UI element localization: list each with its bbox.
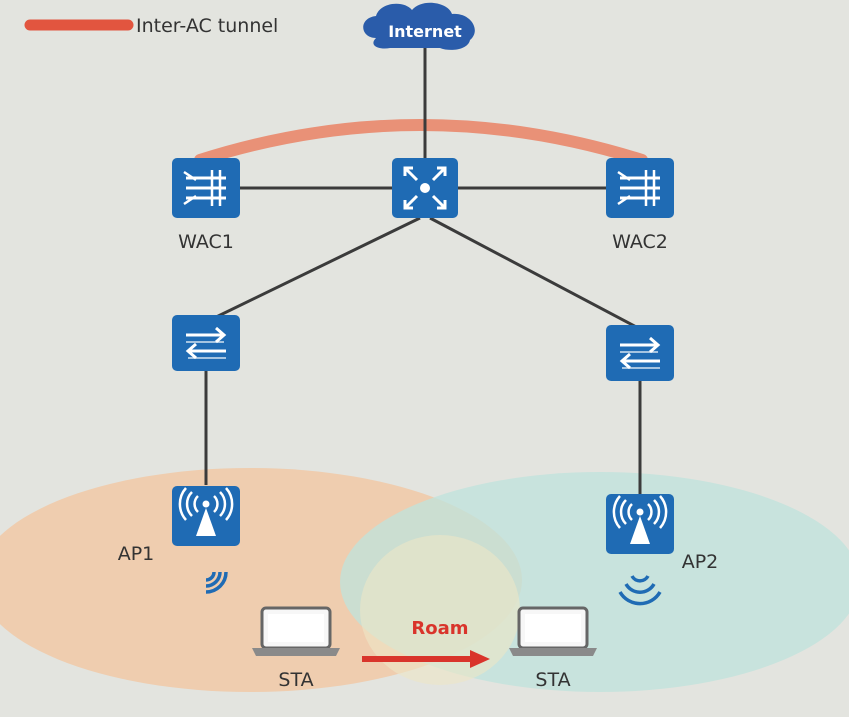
ap2-node: AP2 (606, 494, 719, 606)
wac1-label: WAC1 (178, 231, 234, 253)
sta-right-node: STA (507, 606, 599, 691)
wac2-node: WAC2 (606, 158, 674, 253)
switch1-node (172, 315, 240, 371)
wifi-signal-icon (618, 575, 662, 606)
roam-arrow-head (470, 650, 490, 668)
inter-ac-tunnel (194, 119, 648, 166)
internet-label: Internet (388, 22, 462, 41)
core-switch-node (392, 158, 458, 218)
ap1-node: AP1 (118, 486, 240, 594)
coverage-overlap (360, 535, 520, 685)
sta-right-label: STA (535, 669, 570, 691)
switch2-node (606, 325, 674, 381)
links (204, 40, 643, 495)
wac1-node: WAC1 (172, 158, 240, 253)
link-core-switch1 (209, 216, 421, 322)
laptop-icon (250, 606, 342, 658)
core-switch-icon (403, 166, 447, 210)
sta-left-node: STA (250, 606, 342, 691)
link-core-switch2 (429, 216, 643, 332)
wifi-signal-icon (205, 571, 228, 594)
cloud-icon (363, 2, 475, 50)
roam-label: Roam (411, 618, 468, 639)
legend-label: Inter-AC tunnel (136, 15, 278, 37)
internet-node: Internet (363, 2, 475, 50)
ap2-label: AP2 (682, 551, 719, 573)
ap1-label: AP1 (118, 543, 155, 565)
roam-indicator: Roam (362, 618, 490, 668)
wac2-label: WAC2 (612, 231, 668, 253)
laptop-icon (507, 606, 599, 658)
sta-left-label: STA (278, 669, 313, 691)
